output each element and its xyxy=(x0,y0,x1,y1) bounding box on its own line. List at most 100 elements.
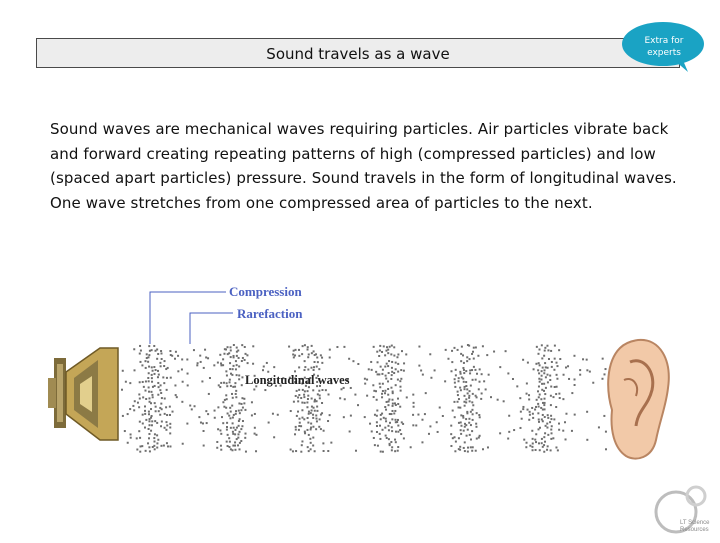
air-particle xyxy=(403,362,406,365)
air-particle xyxy=(376,350,379,353)
air-particle xyxy=(318,397,321,400)
air-particle xyxy=(315,353,318,356)
air-particle xyxy=(534,448,537,451)
air-particle xyxy=(550,385,553,388)
air-particle xyxy=(141,445,144,448)
air-particle xyxy=(225,398,228,401)
air-particle xyxy=(474,368,477,371)
air-particle xyxy=(537,442,540,445)
air-particle xyxy=(393,372,396,375)
air-particle xyxy=(384,374,387,377)
air-particle xyxy=(312,368,315,371)
air-particle xyxy=(379,365,382,368)
air-particle xyxy=(252,362,255,365)
air-particle xyxy=(229,346,232,349)
air-particle xyxy=(147,428,150,431)
air-particle xyxy=(390,374,393,377)
air-particle xyxy=(141,380,144,383)
air-particle xyxy=(540,398,543,401)
air-particle xyxy=(367,368,370,371)
air-particle xyxy=(234,368,237,371)
air-particle xyxy=(460,432,463,435)
air-particle xyxy=(169,376,172,379)
air-particle xyxy=(468,433,471,436)
air-particle xyxy=(154,349,157,352)
air-particle xyxy=(540,442,543,445)
air-particle xyxy=(147,380,150,383)
air-particle xyxy=(289,448,292,451)
air-particle xyxy=(267,370,270,373)
air-particle xyxy=(150,373,153,376)
air-particle xyxy=(223,398,226,401)
air-particle xyxy=(463,400,466,403)
air-particle xyxy=(550,432,553,435)
air-particle xyxy=(226,421,229,424)
air-particle xyxy=(555,393,558,396)
air-particle xyxy=(394,361,397,364)
air-particle xyxy=(165,421,168,424)
air-particle xyxy=(274,384,277,387)
air-particle xyxy=(225,394,228,397)
air-particle xyxy=(318,425,321,428)
air-particle xyxy=(538,364,541,367)
air-particle xyxy=(373,413,376,416)
air-particle xyxy=(229,349,232,352)
air-particle xyxy=(546,381,549,384)
air-particle xyxy=(385,377,388,380)
air-particle xyxy=(222,364,225,367)
air-particle xyxy=(181,442,184,445)
air-particle xyxy=(562,373,565,376)
air-particle xyxy=(384,389,387,392)
air-particle xyxy=(463,422,466,425)
air-particle xyxy=(381,372,384,375)
air-particle xyxy=(162,444,165,447)
air-particle xyxy=(478,414,481,417)
air-particle xyxy=(397,362,400,365)
air-particle xyxy=(156,446,159,449)
air-particle xyxy=(363,416,366,419)
air-particle xyxy=(145,397,148,400)
air-particle xyxy=(531,449,534,452)
air-particle xyxy=(159,406,162,409)
air-particle xyxy=(319,354,322,357)
air-particle xyxy=(529,444,532,447)
air-particle xyxy=(460,414,463,417)
air-particle xyxy=(220,381,223,384)
air-particle xyxy=(537,385,540,388)
air-particle xyxy=(303,418,306,421)
air-particle xyxy=(156,348,159,351)
air-particle xyxy=(453,400,456,403)
air-particle xyxy=(393,402,396,405)
air-particle xyxy=(303,390,306,393)
air-particle xyxy=(129,382,132,385)
air-particle xyxy=(228,437,231,440)
air-particle xyxy=(372,384,375,387)
air-particle xyxy=(310,422,313,425)
air-particle xyxy=(138,406,141,409)
air-particle xyxy=(468,400,471,403)
air-particle xyxy=(235,364,238,367)
air-particle xyxy=(312,350,315,353)
air-particle xyxy=(549,449,552,452)
air-particle xyxy=(150,349,153,352)
air-particle xyxy=(163,360,166,363)
air-particle xyxy=(205,356,208,359)
rarefaction-label: Rarefaction xyxy=(237,306,303,321)
air-particle xyxy=(126,413,129,416)
air-particle xyxy=(240,409,243,412)
air-particle xyxy=(144,409,147,412)
air-particle xyxy=(387,404,390,407)
air-particle xyxy=(463,372,466,375)
air-particle xyxy=(465,381,468,384)
air-particle xyxy=(151,445,154,448)
air-particle xyxy=(399,405,402,408)
air-particle xyxy=(381,382,384,385)
air-particle xyxy=(150,414,153,417)
air-particle xyxy=(306,381,309,384)
air-particle xyxy=(328,348,331,351)
air-particle xyxy=(519,410,522,413)
air-particle xyxy=(462,368,465,371)
air-particle xyxy=(165,368,168,371)
air-particle xyxy=(396,421,399,424)
air-particle xyxy=(196,364,199,367)
